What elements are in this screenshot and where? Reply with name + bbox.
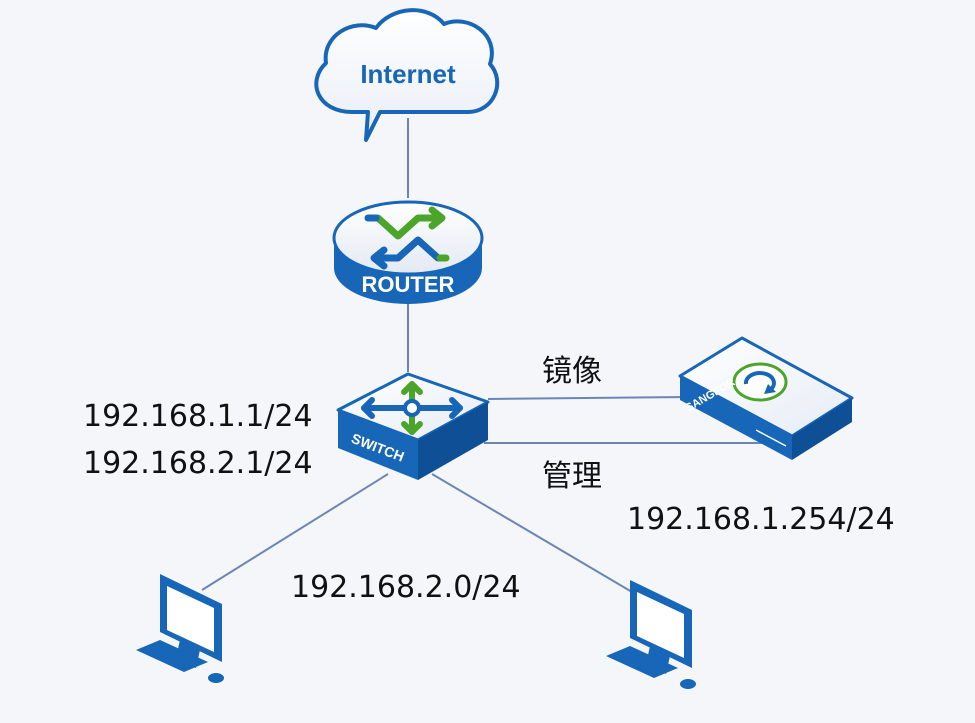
manage-link-label: 管理: [542, 459, 602, 494]
pc-left: [136, 574, 224, 683]
sangfor-logo-icon: [732, 362, 788, 402]
client-subnet-label: 192.168.2.0/24: [291, 570, 521, 605]
link-mirror: [487, 396, 691, 400]
internet-cloud: Internet: [314, 8, 500, 142]
mirror-link-label: 镜像: [542, 354, 602, 389]
pc-right: [606, 580, 696, 689]
sangfor-appliance: SANGFOR: [678, 336, 854, 460]
switch-ip-1-label: 192.168.1.1/24: [83, 399, 313, 434]
router-label: ROUTER: [362, 272, 455, 297]
pc-right-mouse-icon: [680, 679, 696, 689]
link-switch-pc-left: [201, 473, 389, 591]
switch-device: SWITCH: [336, 372, 490, 480]
router-device: ROUTER: [332, 200, 484, 304]
router-arrows-icon: [364, 206, 450, 270]
pc-left-mouse-icon: [208, 673, 224, 683]
link-switch-pc-right: [431, 473, 633, 593]
switch-arrows-icon: [361, 381, 463, 435]
appliance-ip-label: 192.168.1.254/24: [627, 502, 895, 537]
links: [201, 118, 770, 593]
internet-label: Internet: [360, 59, 456, 89]
switch-ip-2-label: 192.168.2.1/24: [83, 446, 313, 481]
